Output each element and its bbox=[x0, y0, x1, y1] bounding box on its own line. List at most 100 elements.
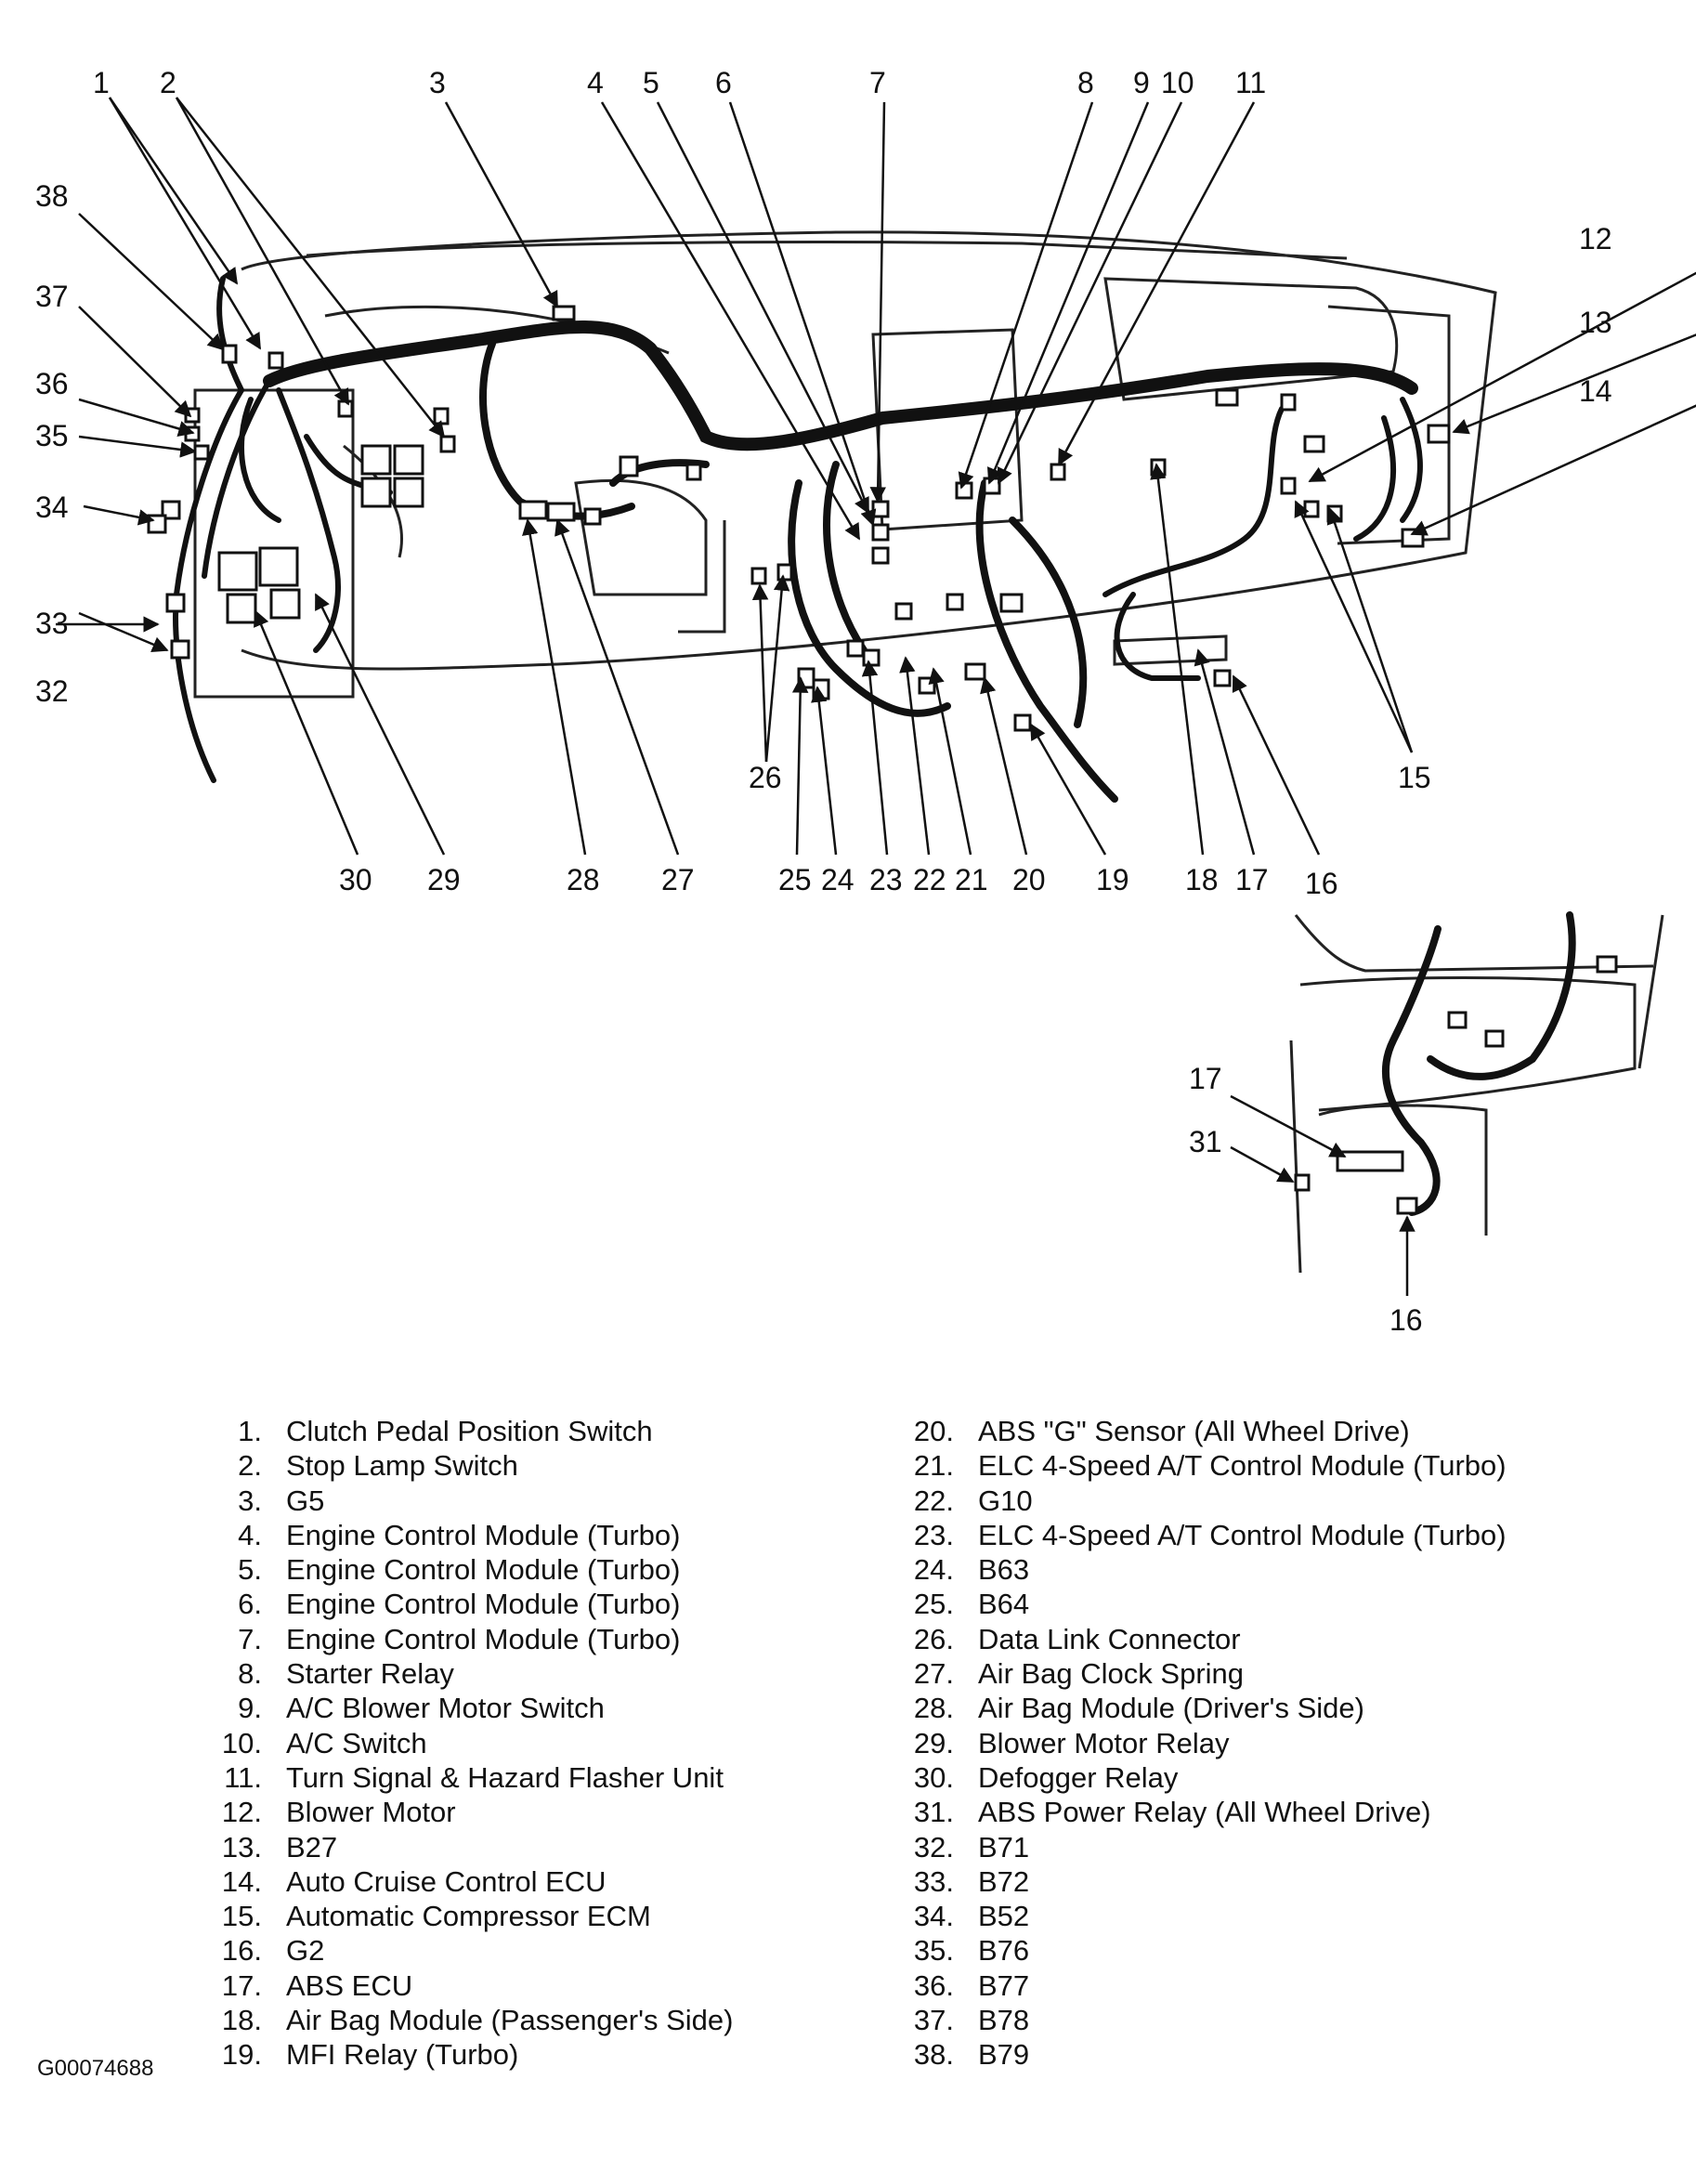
legend-item: 34.B52 bbox=[887, 1899, 1507, 1933]
legend-label: ABS "G" Sensor (All Wheel Drive) bbox=[978, 1415, 1410, 1447]
legend-item: 19. MFI Relay (Turbo) bbox=[195, 2037, 733, 2072]
legend-item: 27.Air Bag Clock Spring bbox=[887, 1656, 1507, 1691]
callout-34: 34 bbox=[35, 490, 69, 524]
callout-8: 8 bbox=[1077, 66, 1094, 99]
legend-item: 22.G10 bbox=[887, 1484, 1507, 1518]
callout-3: 3 bbox=[429, 66, 446, 99]
callout-38: 38 bbox=[35, 179, 69, 213]
callout-32: 32 bbox=[35, 674, 69, 708]
callout-24: 24 bbox=[821, 863, 855, 896]
callout-27: 27 bbox=[661, 863, 695, 896]
legend-item: 28.Air Bag Module (Driver's Side) bbox=[887, 1691, 1507, 1725]
legend-number: 34. bbox=[913, 1900, 954, 1933]
callout-23: 23 bbox=[869, 863, 903, 896]
legend-item: 1.Clutch Pedal Position Switch bbox=[195, 1414, 733, 1448]
legend-number: 27. bbox=[913, 1657, 954, 1691]
legend-label: B64 bbox=[978, 1588, 1030, 1621]
legend-label: Stop Lamp Switch bbox=[286, 1449, 518, 1483]
legend-label: G2 bbox=[286, 1934, 325, 1968]
legend-label: Blower Motor Relay bbox=[978, 1726, 1230, 1759]
legend-item: 9. A/C Blower Motor Switch bbox=[195, 1691, 733, 1725]
legend-number: 6. bbox=[238, 1588, 262, 1621]
legend-label: Blower Motor bbox=[286, 1796, 456, 1829]
legend-number: 10. bbox=[221, 1726, 262, 1759]
legend-number: 36. bbox=[913, 1968, 954, 2002]
callout-2: 2 bbox=[160, 66, 176, 99]
callout-37: 37 bbox=[35, 280, 69, 313]
inset-view: 17 31 16 bbox=[1189, 911, 1664, 1337]
callout-7: 7 bbox=[869, 66, 886, 99]
legend-number: 7. bbox=[238, 1622, 262, 1655]
legend-number: 16. bbox=[221, 1934, 262, 1968]
legend-label: Automatic Compressor ECM bbox=[286, 1900, 651, 1933]
legend-label: G10 bbox=[978, 1484, 1033, 1517]
legend-number: 23. bbox=[913, 1518, 954, 1551]
callout-1: 1 bbox=[93, 66, 110, 99]
legend-number: 25. bbox=[913, 1588, 954, 1621]
dashboard-outline bbox=[193, 230, 1497, 699]
callout-14: 14 bbox=[1579, 374, 1612, 408]
legend-item: 31.ABS Power Relay (All Wheel Drive) bbox=[887, 1795, 1507, 1829]
callout-15: 15 bbox=[1398, 761, 1431, 794]
legend-item: 4.Engine Control Module (Turbo) bbox=[195, 1518, 733, 1552]
legend-label: Defogger Relay bbox=[978, 1760, 1179, 1794]
legend-number: 9. bbox=[238, 1692, 262, 1725]
legend-item: 6. Engine Control Module (Turbo) bbox=[195, 1587, 733, 1621]
legend-item: 29. Blower Motor Relay bbox=[887, 1726, 1507, 1760]
legend-number: 4. bbox=[238, 1518, 262, 1551]
legend-item: 5.Engine Control Module (Turbo) bbox=[195, 1552, 733, 1587]
legend-number: 11. bbox=[224, 1760, 262, 1794]
wiring-diagram: 1 2 3 4 5 6 7 8 9 10 11 12 13 14 15 16 1… bbox=[35, 66, 1696, 1337]
legend-label: Starter Relay bbox=[286, 1657, 454, 1691]
legend-item: 37.B78 bbox=[887, 2003, 1507, 2037]
legend-item: 26.Data Link Connector bbox=[887, 1622, 1507, 1656]
legend-label: ELC 4-Speed A/T Control Module (Turbo) bbox=[978, 1518, 1507, 1551]
legend-label: MFI Relay (Turbo) bbox=[286, 2038, 519, 2072]
legend-item: 35.B76 bbox=[887, 1933, 1507, 1968]
legend-item: 8.Starter Relay bbox=[195, 1656, 733, 1691]
legend-number: 28. bbox=[913, 1692, 954, 1725]
legend-number: 26. bbox=[913, 1622, 954, 1655]
callout-35: 35 bbox=[35, 419, 69, 452]
callout-29: 29 bbox=[427, 863, 461, 896]
legend-label: Engine Control Module (Turbo) bbox=[286, 1588, 681, 1621]
legend-item: 11. Turn Signal & Hazard Flasher Unit bbox=[195, 1760, 733, 1795]
inset-callout-31: 31 bbox=[1189, 1125, 1222, 1158]
legend-number: 31. bbox=[913, 1796, 954, 1829]
legend-label: ELC 4-Speed A/T Control Module (Turbo) bbox=[978, 1449, 1507, 1483]
legend-label: B76 bbox=[978, 1934, 1030, 1968]
legend-item: 18.Air Bag Module (Passenger's Side) bbox=[195, 2003, 734, 2037]
legend-item: 17.ABS ECU bbox=[195, 1968, 733, 2003]
legend-item: 38.B79 bbox=[887, 2037, 1507, 2072]
legend-item: 10.A/C Switch bbox=[195, 1726, 733, 1760]
legend-item: 33.B72 bbox=[887, 1864, 1507, 1899]
legend-number: 32. bbox=[913, 1830, 954, 1864]
legend-label: B63 bbox=[978, 1553, 1030, 1587]
callout-17: 17 bbox=[1235, 863, 1269, 896]
callout-36: 36 bbox=[35, 367, 69, 400]
legend-number: 2. bbox=[238, 1449, 262, 1483]
callout-28: 28 bbox=[567, 863, 600, 896]
legend-number: 29. bbox=[913, 1726, 954, 1759]
legend-label: A/C Blower Motor Switch bbox=[286, 1692, 605, 1725]
wiring-harness bbox=[173, 276, 1423, 803]
legend-label: Auto Cruise Control ECU bbox=[286, 1864, 607, 1898]
legend-label: B27 bbox=[286, 1830, 338, 1864]
callout-20: 20 bbox=[1012, 863, 1046, 896]
legend-label: G5 bbox=[286, 1484, 325, 1517]
callout-12: 12 bbox=[1579, 222, 1612, 255]
legend-label: Turn Signal & Hazard Flasher Unit bbox=[286, 1760, 724, 1794]
callout-10: 10 bbox=[1161, 66, 1194, 99]
legend-label: Engine Control Module (Turbo) bbox=[286, 1553, 681, 1587]
legend-item: 32.B71 bbox=[887, 1830, 1507, 1864]
legend-number: 19. bbox=[221, 2038, 262, 2072]
legend-number: 21. bbox=[913, 1449, 954, 1483]
callout-33: 33 bbox=[35, 607, 69, 640]
callout-30: 30 bbox=[339, 863, 372, 896]
callout-5: 5 bbox=[643, 66, 659, 99]
legend-item: 21. ELC 4-Speed A/T Control Module (Turbo… bbox=[887, 1448, 1507, 1483]
legend-number: 38. bbox=[913, 2038, 954, 2072]
legend-item: 16. G2 bbox=[195, 1933, 733, 1968]
inset-callout-17: 17 bbox=[1189, 1062, 1222, 1095]
legend-item: 25. B64 bbox=[887, 1587, 1507, 1621]
